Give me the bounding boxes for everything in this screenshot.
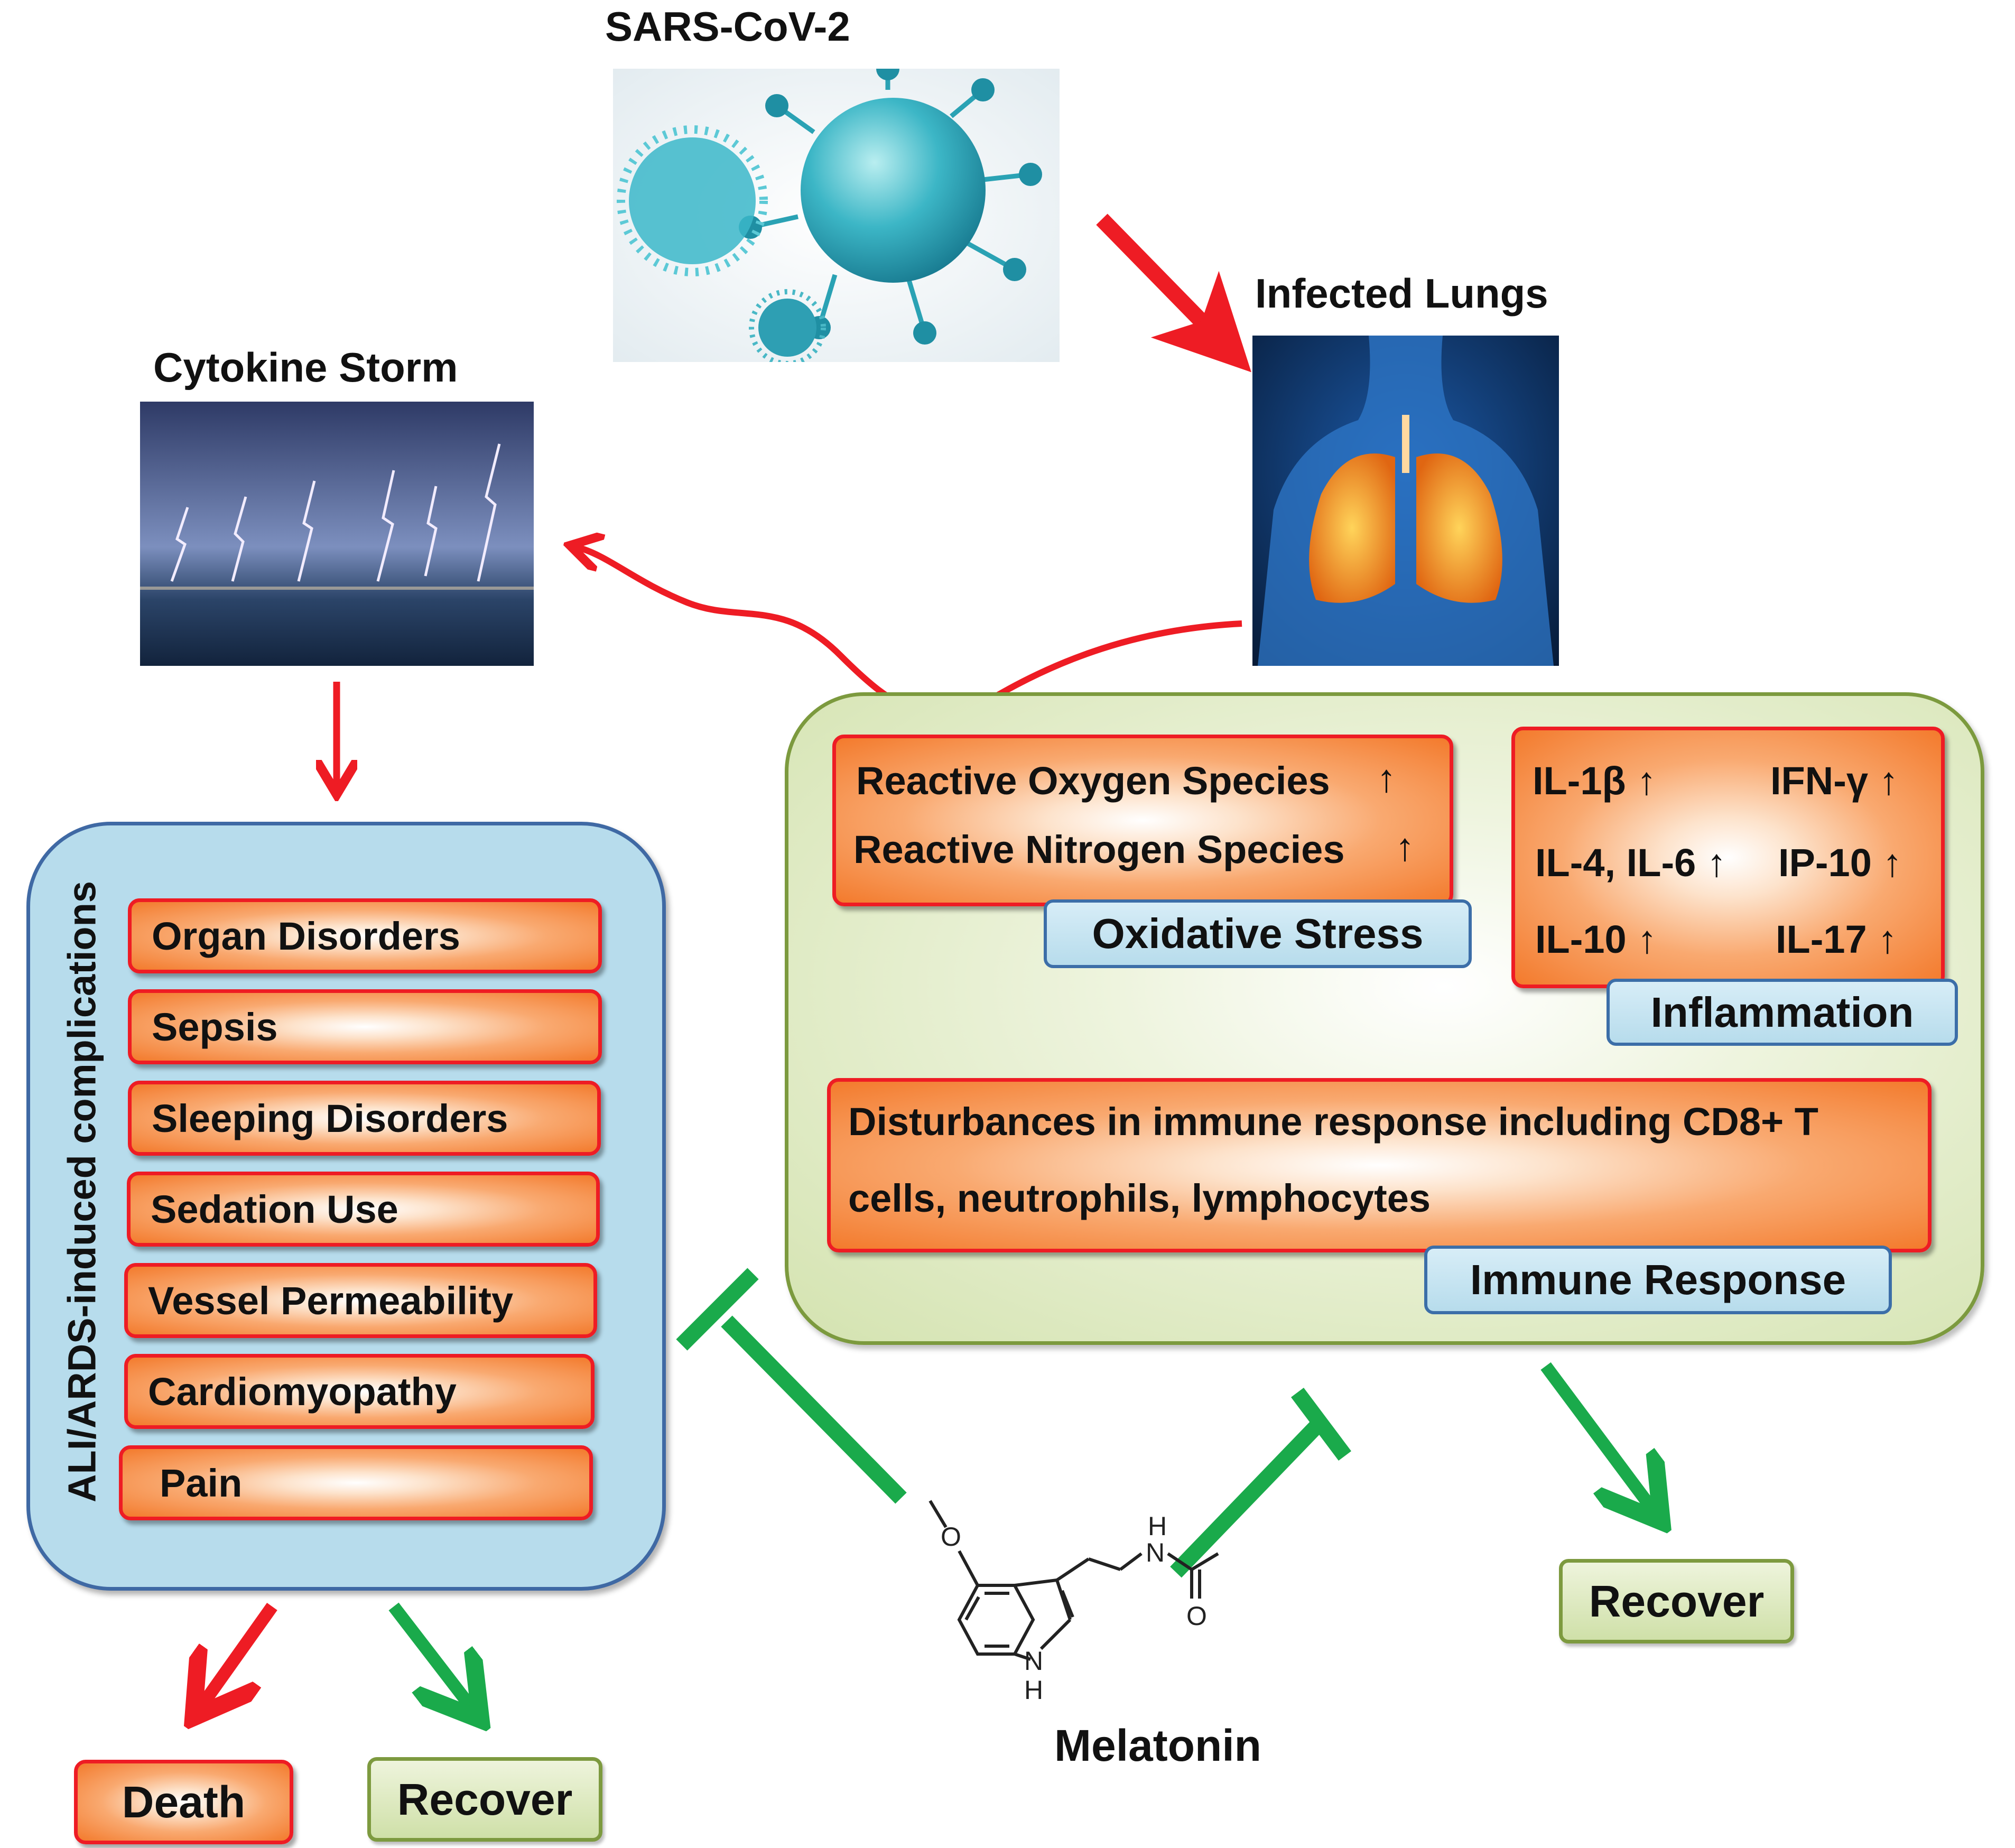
cytokine-il17: IL-17 ↑ — [1776, 917, 1898, 961]
death-label: Death — [122, 1777, 246, 1827]
atom-h-amide: H — [1148, 1511, 1167, 1541]
oxidative-species-box — [832, 735, 1453, 906]
right-lung — [1416, 453, 1502, 603]
inhibition-mechanisms — [1170, 1388, 1351, 1578]
cytokine-box — [1511, 727, 1945, 988]
atom-n-indole: N — [1024, 1646, 1043, 1676]
atom-o-carbonyl: O — [1186, 1601, 1207, 1631]
recover-left-box: Recover — [367, 1757, 602, 1842]
complication-pain: Pain — [119, 1445, 593, 1520]
cytokine-il1b: IL-1β ↑ — [1533, 759, 1657, 803]
complication-sedation-use: Sedation Use — [127, 1172, 600, 1247]
immune-response-tag: Immune Response — [1424, 1246, 1892, 1314]
storm-image — [140, 402, 534, 666]
arrow-to-recover-left — [388, 1602, 473, 1710]
rns-up-arrow: ↑ — [1395, 825, 1415, 869]
virus-particle-large — [739, 69, 1042, 345]
virus-image — [613, 69, 1060, 362]
arrow-virus-to-lungs — [1096, 213, 1251, 373]
complication-organ-disorders: Organ Disorders — [128, 898, 602, 973]
left-lung — [1309, 453, 1395, 603]
arrow-to-death — [201, 1603, 277, 1707]
recover-right-box: Recover — [1559, 1559, 1794, 1643]
immune-line2: cells, neutrophils, lymphocytes — [848, 1176, 1431, 1220]
lungs-image — [1252, 336, 1559, 666]
complication-sleeping-disorders: Sleeping Disorders — [128, 1081, 601, 1156]
cytokine-ip10: IP-10 ↑ — [1778, 841, 1902, 885]
arrow-to-recover-right — [1540, 1362, 1654, 1511]
virus-particle-small — [617, 125, 768, 276]
complication-sepsis: Sepsis — [128, 989, 602, 1064]
ros-label: Reactive Oxygen Species — [856, 759, 1330, 803]
oxidative-stress-tag: Oxidative Stress — [1044, 899, 1472, 968]
cytokine-il4-il6: IL-4, IL-6 ↑ — [1535, 841, 1726, 885]
atom-o-methoxy: O — [941, 1522, 961, 1552]
storm-label: Cytokine Storm — [153, 344, 458, 391]
atom-n-amide: N — [1146, 1538, 1165, 1567]
inhibition-complications — [676, 1268, 907, 1504]
ros-up-arrow: ↑ — [1377, 756, 1396, 800]
melatonin-label: Melatonin — [1054, 1721, 1261, 1770]
arrow-lungs-to-storm — [576, 547, 1242, 717]
lightning-bolts — [170, 443, 501, 582]
complication-cardiomyopathy: Cardiomyopathy — [124, 1354, 595, 1429]
atom-h-indole: H — [1024, 1675, 1043, 1705]
inflammation-tag: Inflammation — [1607, 979, 1958, 1046]
cytokine-ifng: IFN-γ ↑ — [1770, 759, 1899, 803]
complication-vessel-permeability: Vessel Permeability — [124, 1263, 597, 1338]
lungs-label: Infected Lungs — [1255, 270, 1548, 317]
virus-label: SARS-CoV-2 — [605, 3, 850, 50]
death-box: Death — [74, 1760, 293, 1844]
cytokine-il10: IL-10 ↑ — [1535, 917, 1657, 961]
melatonin-structure: O N H O N H — [928, 1500, 1219, 1705]
immune-line1: Disturbances in immune response includin… — [848, 1100, 1818, 1144]
virus-particle-tiny — [749, 289, 826, 362]
rns-label: Reactive Nitrogen Species — [853, 828, 1345, 871]
immune-disturbance-box — [827, 1078, 1932, 1252]
